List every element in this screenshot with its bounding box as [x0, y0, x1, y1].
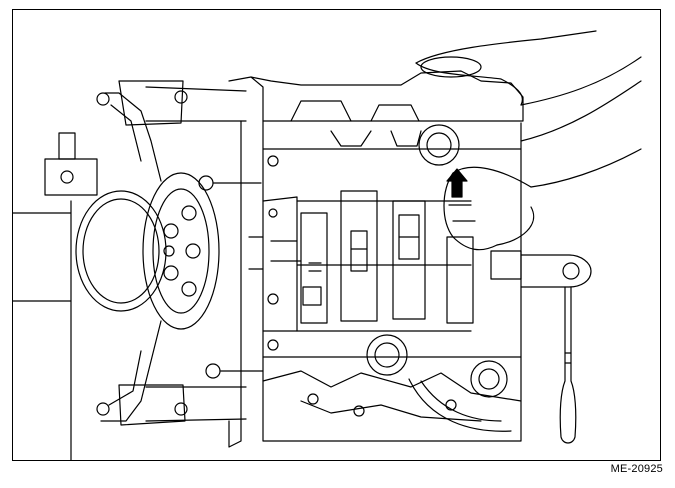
hand-right — [443, 148, 642, 251]
figure-frame — [12, 9, 661, 461]
crank-pulley — [75, 172, 220, 330]
engine-stand — [13, 132, 98, 460]
engine-illustration — [13, 30, 642, 460]
crankshaft — [296, 190, 474, 332]
up-arrow-icon — [446, 168, 468, 198]
figure-id-label: ME-20925 — [610, 463, 663, 475]
hand-top — [415, 30, 642, 142]
engine-block — [228, 70, 524, 448]
ratchet-wrench — [490, 250, 592, 444]
drive-belts — [96, 80, 264, 426]
